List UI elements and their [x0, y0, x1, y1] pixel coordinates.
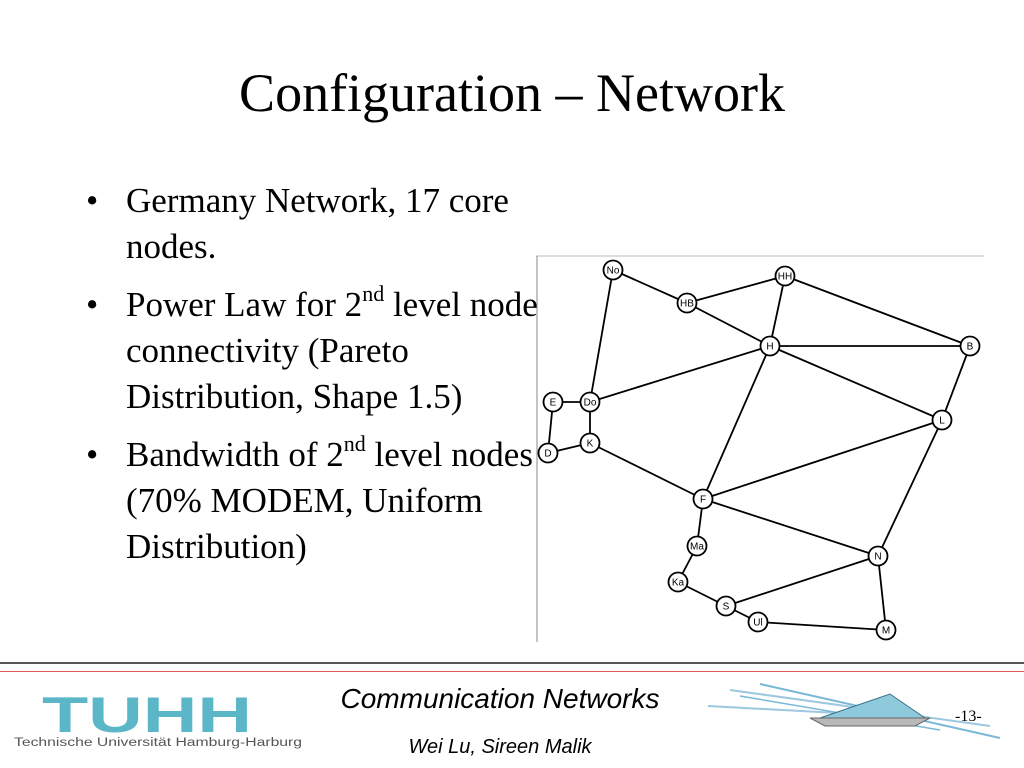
link-K-F: [589, 442, 704, 500]
bullet-text: Power Law for 2: [126, 285, 363, 324]
node-Ma: Ma: [686, 535, 708, 557]
link-H-F: [702, 345, 771, 500]
course-name: Communication Networks: [340, 683, 660, 714]
slide-title: Configuration – Network: [239, 63, 785, 123]
bullet-item: Bandwidth of 2nd level nodes (70% MODEM,…: [84, 432, 554, 570]
footer-divider: [0, 662, 1024, 664]
node-label: Ul: [753, 618, 762, 629]
link-HB-H: [686, 302, 771, 347]
node-B: B: [959, 335, 981, 357]
node-Ul: Ul: [747, 611, 769, 633]
link-HH-H: [769, 275, 786, 347]
bullet-text: Germany Network, 17 core nodes.: [126, 181, 509, 266]
node-L: L: [931, 409, 953, 431]
link-M-N: [877, 555, 887, 631]
bullet-item: Germany Network, 17 core nodes.: [84, 178, 554, 270]
link-H-L: [769, 345, 943, 421]
node-label: K: [587, 439, 594, 450]
node-label: S: [723, 602, 730, 613]
link-No-Do: [589, 269, 614, 403]
node-H: H: [759, 335, 781, 357]
link-L-B: [941, 345, 971, 421]
node-label: B: [967, 342, 974, 353]
node-label: F: [700, 495, 706, 506]
logo-subtitle: Technische Universität Hamburg-Harburg: [14, 737, 302, 749]
node-label: HB: [680, 299, 694, 310]
node-Ka: Ka: [667, 571, 689, 593]
bullet-item: Power Law for 2nd level node connectivit…: [84, 282, 554, 420]
link-HH-B: [784, 275, 971, 347]
node-label: D: [544, 449, 551, 460]
node-E: E: [542, 391, 564, 413]
node-No: No: [602, 259, 624, 281]
link-F-N: [702, 498, 879, 557]
bullet-text: level node connectivity (Pareto Distribu…: [126, 285, 538, 416]
node-S: S: [715, 595, 737, 617]
node-label: Do: [584, 398, 597, 409]
node-label: N: [874, 552, 881, 563]
node-label: Ma: [690, 542, 704, 553]
node-HB: HB: [676, 292, 698, 314]
node-M: M: [875, 619, 897, 641]
node-label: M: [882, 626, 890, 637]
node-label: HH: [778, 272, 792, 283]
link-S-N: [725, 555, 879, 607]
bullet-list: Germany Network, 17 core nodes. Power La…: [84, 178, 554, 582]
link-HB-HH: [686, 275, 786, 304]
node-K: K: [579, 432, 601, 454]
link-F-L: [702, 419, 943, 500]
node-label: No: [607, 266, 620, 277]
bullet-text: level nodes (70% MODEM, Uniform Distribu…: [126, 435, 533, 566]
node-label: L: [939, 416, 945, 427]
link-L-N: [877, 419, 943, 557]
page-number: -13-: [955, 708, 982, 725]
node-Do: Do: [579, 391, 601, 413]
node-label: E: [550, 398, 557, 409]
bullet-text: Bandwidth of 2: [126, 435, 344, 474]
authors: Wei Lu, Sireen Malik: [408, 736, 592, 758]
tuhh-logo: TUHH Technische Universität Hamburg-Harb…: [14, 688, 302, 749]
logo-wordmark: TUHH: [42, 688, 252, 743]
node-D: D: [537, 442, 559, 464]
link-Ul-M: [757, 621, 887, 631]
ordinal-suffix: nd: [362, 281, 385, 307]
node-label: Ka: [672, 578, 685, 589]
node-F: F: [692, 488, 714, 510]
node-N: N: [867, 545, 889, 567]
node-label: H: [766, 342, 773, 353]
link-No-HB: [612, 269, 688, 304]
link-H-Do: [589, 345, 771, 403]
decorative-graphic: [707, 683, 1001, 739]
node-HH: HH: [774, 265, 796, 287]
footer-divider-accent: [0, 671, 1024, 672]
ordinal-suffix: nd: [343, 431, 366, 457]
